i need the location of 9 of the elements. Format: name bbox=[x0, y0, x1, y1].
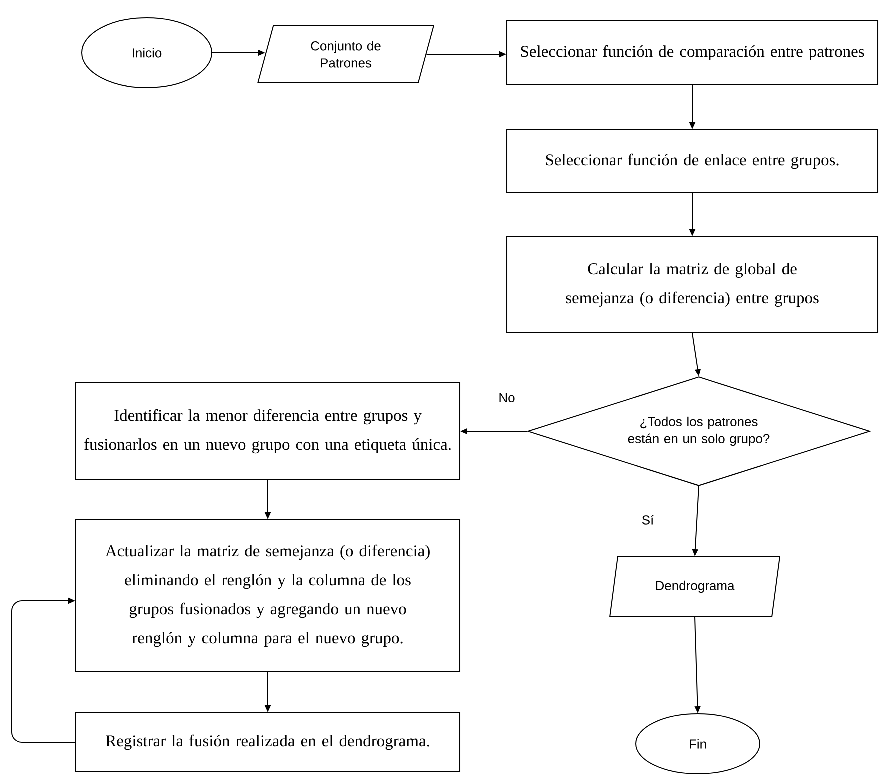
process-box: Seleccionar función de enlace entre grupos. bbox=[506, 130, 878, 194]
process-box: Seleccionar función de comparación entre patrones bbox=[506, 20, 878, 86]
process-box: Calcular la matriz de global de semejanza (o diferencia) entre grupos bbox=[506, 236, 878, 334]
process-box: Identificar la menor diferencia entre grupos y fusionarlos en un nuevo grupo con una etiqueta única. bbox=[76, 382, 460, 480]
process-box: Actualizar la matriz de semejanza (o diferencia) eliminando el renglón y la columna de los grupos fusionados y agregando un nuevo renglón y columna para el nuevo grupo. bbox=[76, 520, 460, 672]
process-box: Registrar la fusión realizada en el dendrograma. bbox=[76, 712, 460, 772]
edge-label: Sí bbox=[640, 513, 656, 527]
edge-label: No bbox=[496, 391, 518, 405]
arrow bbox=[12, 598, 76, 743]
